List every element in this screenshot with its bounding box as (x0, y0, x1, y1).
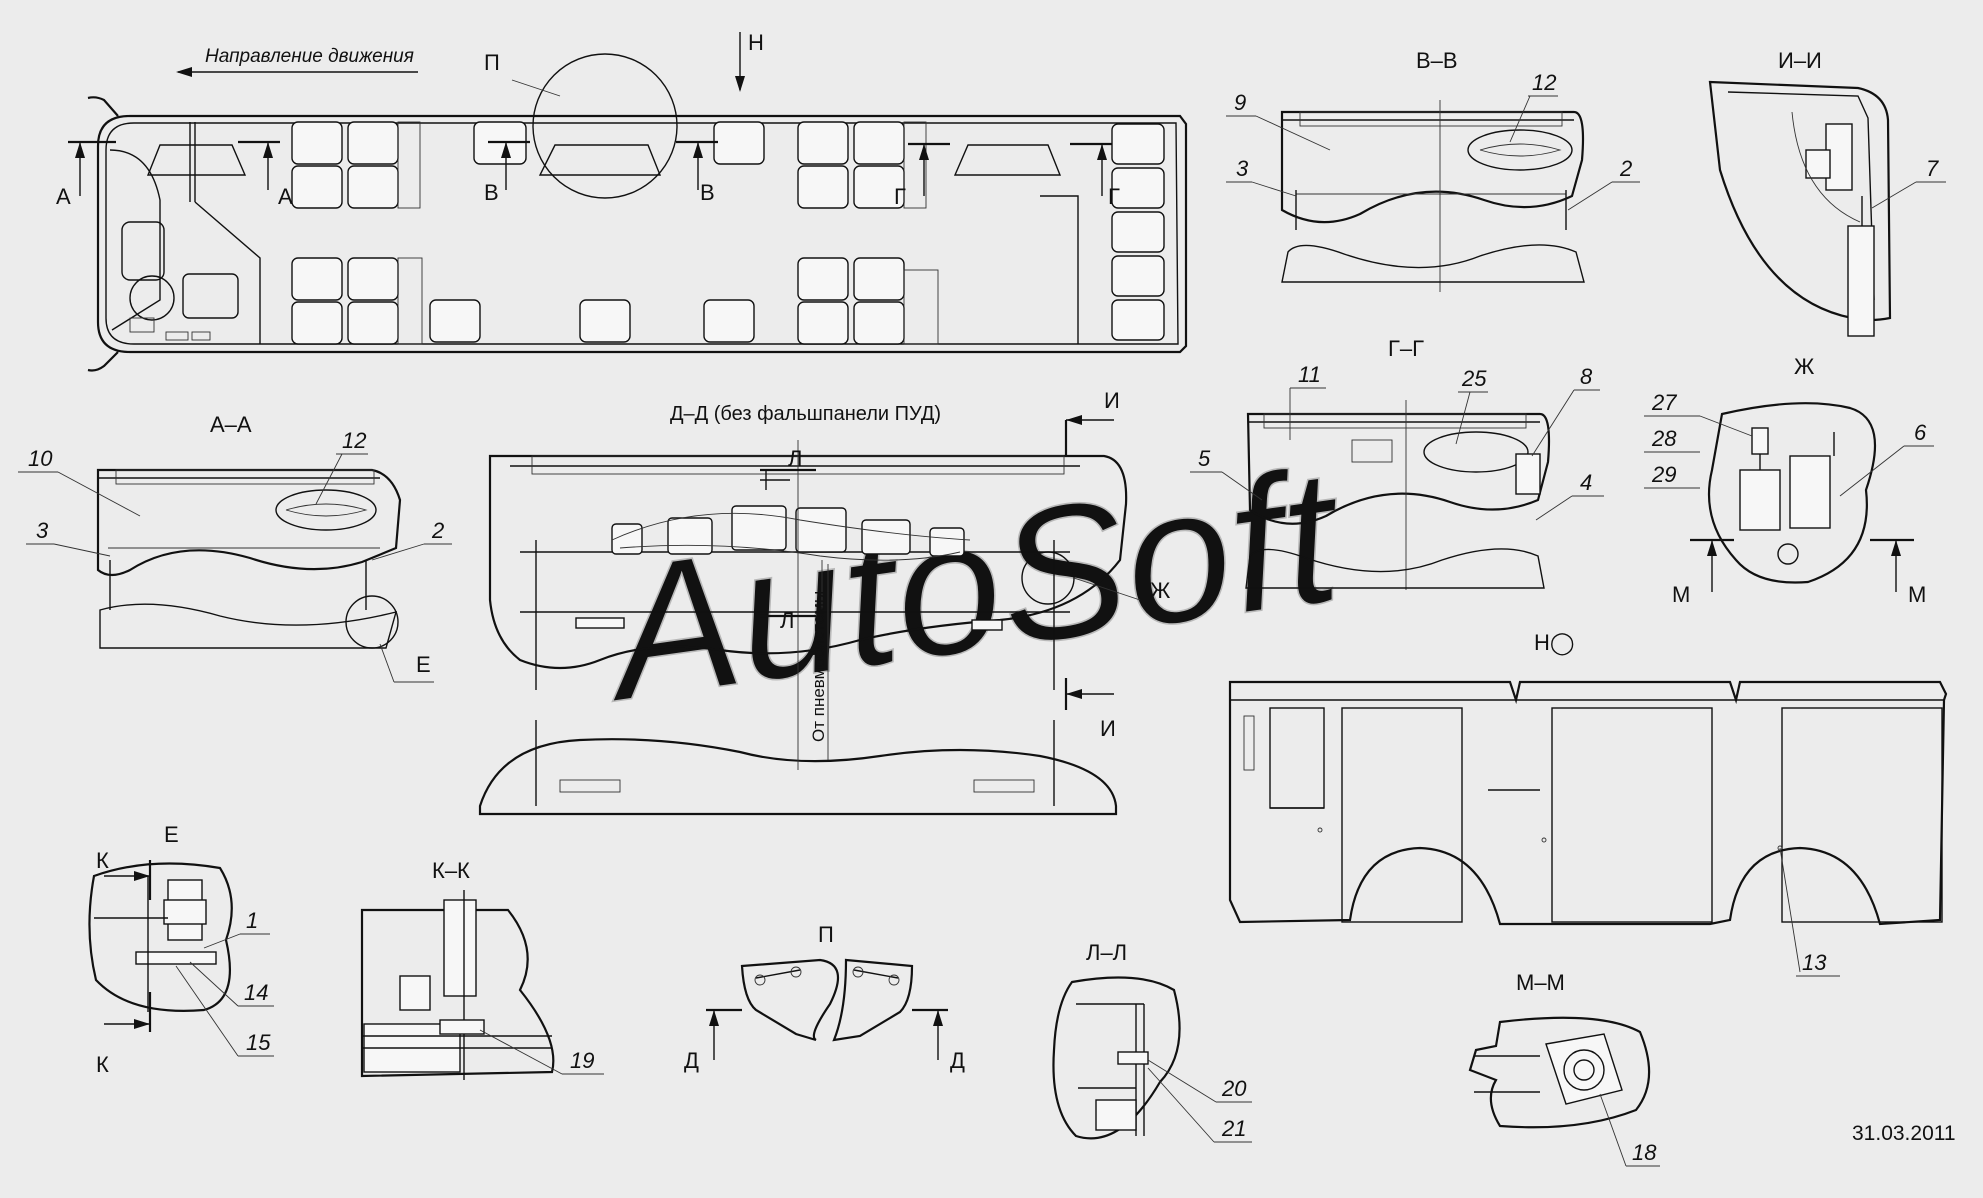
part-label-p18: 18 (1632, 1140, 1657, 1165)
view-bb-title: В–В (1416, 48, 1458, 73)
view-mm: М–М 18 (1468, 970, 1660, 1167)
section-mark-m: М (1908, 582, 1926, 607)
view-ll-title: Л–Л (1086, 940, 1127, 965)
seat-row-rear (1111, 123, 1165, 341)
part-label-p29: 29 (1651, 462, 1676, 487)
section-mark-n: Н (748, 30, 764, 55)
section-mark-d: Д (684, 1048, 699, 1073)
part-label-p11: 11 (1298, 362, 1321, 387)
view-zh: Ж 27 28 29 6 М М (1644, 354, 1934, 607)
view-zh-title: Ж (1794, 354, 1815, 379)
view-e: Е 1 14 15 К К (88, 822, 274, 1077)
view-ll: Л–Л 20 21 (1052, 940, 1252, 1143)
view-bb: В–В 9 12 3 2 (1226, 48, 1640, 292)
section-mark-g: Г (894, 184, 906, 209)
part-label-p27: 27 (1651, 390, 1677, 415)
part-label-p25: 25 (1461, 366, 1487, 391)
view-aa: А–А 10 12 3 2 Е (18, 412, 452, 683)
view-kk-title: К–К (432, 858, 470, 883)
section-mark-i: И (1104, 388, 1120, 413)
section-mark-v: В (700, 180, 715, 205)
part-label-p19: 19 (570, 1048, 594, 1073)
part-label-p21: 21 (1221, 1116, 1246, 1141)
part-label-p8: 8 (1580, 364, 1593, 389)
part-label-p15: 15 (246, 1030, 271, 1055)
view-ii: И–И 7 (1708, 48, 1946, 337)
part-label-p12: 12 (1532, 70, 1556, 95)
part-label-p28: 28 (1651, 426, 1677, 451)
part-label-p3: 3 (1236, 156, 1249, 181)
seat-row-top (291, 121, 927, 209)
direction-label: Направление движения (205, 46, 414, 67)
part-label-p2: 2 (431, 518, 444, 543)
view-nu: Н◯ 13 (1228, 630, 1948, 977)
view-nu-title: Н◯ (1534, 630, 1575, 656)
section-mark-a: А (56, 184, 71, 209)
part-label-p14: 14 (244, 980, 268, 1005)
view-p-title: П (818, 922, 834, 947)
section-mark-d: Д (950, 1048, 965, 1073)
section-mark-l: Л (788, 446, 802, 471)
part-label-p12: 12 (342, 428, 366, 453)
section-mark-k: К (96, 1052, 109, 1077)
section-mark-zh: Ж (1150, 578, 1171, 603)
part-label-p13: 13 (1802, 950, 1827, 975)
part-label-p3: 3 (36, 518, 49, 543)
part-label-p20: 20 (1221, 1076, 1247, 1101)
bus-plan-view: Направление движения (56, 30, 1188, 372)
view-e-title: Е (164, 822, 179, 847)
seat-row-bottom (291, 257, 939, 345)
section-mark-a: А (278, 184, 293, 209)
date-stamp: 31.03.2011 (1852, 1122, 1956, 1145)
view-mm-title: М–М (1516, 970, 1565, 995)
view-kk: К–К 19 (360, 858, 604, 1080)
view-dd: Д–Д (без фальшпанели ПУД) От пневмосисте… (478, 388, 1171, 816)
pneumo-label: От пневмосистемы (809, 591, 828, 742)
part-label-p5: 5 (1198, 446, 1211, 471)
section-mark-p: П (484, 50, 500, 75)
section-mark-e: Е (416, 652, 431, 677)
part-label-p2: 2 (1619, 156, 1632, 181)
view-gg: Г–Г 11 25 8 5 4 (1190, 336, 1604, 590)
part-label-p6: 6 (1914, 420, 1927, 445)
view-p: П Д Д (684, 922, 965, 1073)
view-gg-title: Г–Г (1388, 336, 1424, 361)
part-label-p7: 7 (1926, 156, 1939, 181)
section-mark-i: И (1100, 716, 1116, 741)
section-mark-l: Л (780, 608, 794, 633)
part-label-p10: 10 (28, 446, 53, 471)
watermark: AutoSoft (588, 428, 1356, 742)
section-mark-v: В (484, 180, 499, 205)
section-mark-g: Г (1108, 184, 1120, 209)
view-aa-title: А–А (210, 412, 252, 437)
part-label-p4: 4 (1580, 470, 1592, 495)
section-mark-m: М (1672, 582, 1690, 607)
view-dd-title: Д–Д (без фальшпанели ПУД) (670, 403, 941, 425)
part-label-p9: 9 (1234, 90, 1246, 115)
section-mark-k: К (96, 848, 109, 873)
part-label-p1: 1 (246, 908, 258, 933)
view-ii-title: И–И (1778, 48, 1822, 73)
